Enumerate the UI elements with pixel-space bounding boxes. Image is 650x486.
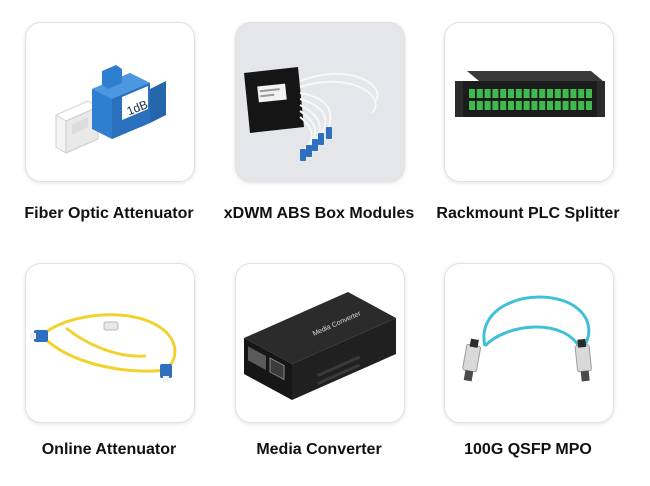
- splitter-port: [562, 89, 569, 98]
- splitter-port: [508, 89, 514, 98]
- rackmount-splitter-icon: [455, 71, 605, 117]
- splitter-port: [539, 89, 546, 98]
- splitter-port: [523, 89, 530, 98]
- product-card-xdwm-abs-box-modules[interactable]: [235, 22, 405, 182]
- splitter-port: [515, 101, 522, 110]
- splitter-port: [586, 89, 592, 98]
- splitter-port: [578, 89, 585, 98]
- splitter-port: [554, 101, 561, 110]
- product-label-rackmount-plc-splitter[interactable]: Rackmount PLC Splitter: [436, 205, 620, 222]
- splitter-port: [508, 101, 514, 110]
- splitter-port: [539, 101, 546, 110]
- splitter-port: [492, 89, 499, 98]
- online-attenuator-icon: [30, 313, 177, 382]
- splitter-port: [484, 89, 491, 98]
- product-label-online-attenuator[interactable]: Online Attenuator: [41, 441, 177, 458]
- splitter-port: [500, 89, 507, 98]
- product-card-rackmount-plc-splitter[interactable]: [444, 22, 614, 182]
- product-label-fiber-optic-attenuator[interactable]: Fiber Optic Attenuator: [24, 205, 194, 222]
- fiber-attenuator-icon: 1dB: [54, 65, 166, 154]
- splitter-port: [492, 101, 499, 110]
- splitter-port: [570, 89, 577, 98]
- splitter-port: [531, 89, 538, 98]
- splitter-port: [578, 101, 585, 110]
- splitter-port: [484, 101, 491, 110]
- product-card-fiber-optic-attenuator[interactable]: 1dB: [25, 22, 195, 182]
- abs-box-module-icon: [244, 67, 379, 161]
- splitter-port: [562, 101, 569, 110]
- splitter-port: [547, 101, 553, 110]
- product-label-xdwm-abs-box-modules[interactable]: xDWM ABS Box Modules: [223, 205, 415, 222]
- splitter-port: [547, 89, 553, 98]
- splitter-port: [515, 89, 522, 98]
- product-label-media-converter[interactable]: Media Converter: [256, 441, 382, 458]
- splitter-port: [500, 101, 507, 110]
- product-card-media-converter[interactable]: Media Converter: [235, 263, 405, 423]
- splitter-port: [523, 101, 530, 110]
- splitter-port: [476, 101, 483, 110]
- product-card-online-attenuator[interactable]: [25, 263, 195, 423]
- splitter-port: [469, 101, 475, 110]
- splitter-port: [531, 101, 538, 110]
- splitter-port: [469, 89, 475, 98]
- splitter-port: [586, 101, 592, 110]
- product-card-100g-qsfp-mpo[interactable]: [444, 263, 614, 423]
- splitter-port: [476, 89, 483, 98]
- media-converter-icon: Media Converter: [244, 292, 396, 400]
- splitter-port: [570, 101, 577, 110]
- product-label-100g-qsfp-mpo[interactable]: 100G QSFP MPO: [464, 441, 592, 458]
- splitter-port: [554, 89, 561, 98]
- qsfp-cable-icon: [462, 295, 592, 382]
